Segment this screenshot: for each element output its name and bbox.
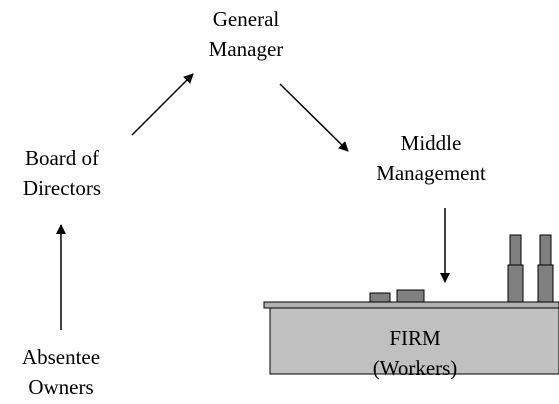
node-label-line1: Middle	[400, 131, 462, 155]
arrow-manager-to-middle	[279, 83, 349, 152]
node-label-line2: Owners	[28, 375, 94, 399]
node-middle-management: Middle Management	[356, 128, 506, 188]
node-label-line2: Management	[376, 161, 486, 185]
chimney-icon	[507, 234, 524, 304]
node-label-line2: Manager	[208, 37, 284, 61]
factory-building-icon	[263, 234, 559, 375]
node-label-line1: Absentee	[21, 345, 101, 369]
roof-vent-icon	[396, 289, 425, 304]
node-label-line1: Board of	[24, 146, 100, 170]
chimney-icon	[537, 234, 554, 304]
node-firm: FIRM (Workers)	[348, 323, 482, 383]
node-label-line2: Directors	[22, 176, 102, 200]
node-general-manager: General Manager	[186, 4, 306, 64]
node-label-line1: FIRM	[389, 326, 441, 350]
firm-roof	[263, 301, 559, 309]
node-label-line2: (Workers)	[372, 356, 458, 380]
node-board-of-directors: Board of Directors	[0, 143, 124, 203]
arrow-board-to-manager	[131, 73, 194, 136]
node-absentee-owners: Absentee Owners	[0, 342, 122, 402]
firm-building	[269, 307, 559, 375]
node-label-line1: General	[212, 7, 280, 31]
